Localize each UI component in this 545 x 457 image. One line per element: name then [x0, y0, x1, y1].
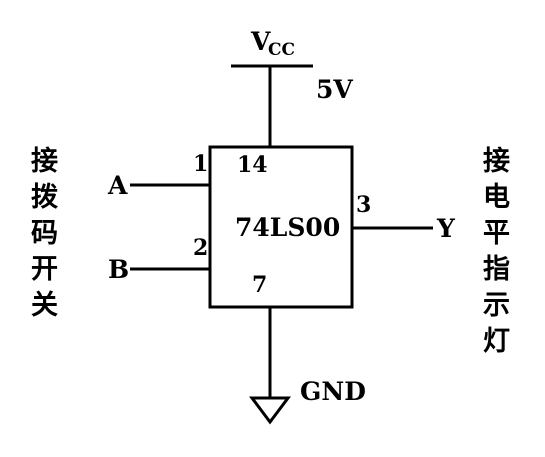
output-y-label: Y: [436, 214, 456, 243]
gnd-label: GND: [300, 377, 366, 406]
vcc-label: V: [250, 27, 271, 56]
left-note-char: 开: [31, 254, 58, 285]
input-b-label: B: [108, 255, 129, 284]
right-note-char: 平: [483, 218, 510, 249]
right-note-char: 灯: [483, 326, 510, 357]
left-note-char: 码: [31, 218, 58, 249]
pin-3: 3: [356, 192, 371, 218]
pin-2: 2: [193, 235, 208, 261]
ground-symbol: [249, 396, 291, 425]
vcc-subscript: CC: [268, 40, 295, 60]
right-note-char: 示: [483, 290, 510, 321]
left-note-char: 关: [31, 290, 58, 321]
right-note-char: 接: [483, 146, 510, 177]
left-note-char: 接: [31, 146, 58, 177]
pin-14: 14: [237, 152, 268, 178]
right-note-char: 电: [483, 182, 510, 213]
pin-7: 7: [252, 272, 267, 298]
right-note-char: 指: [483, 254, 510, 285]
chip-name: 74LS00: [235, 213, 340, 242]
left-note-char: 拨: [31, 182, 59, 213]
supply-voltage: 5V: [316, 75, 353, 104]
input-a-label: A: [107, 171, 128, 200]
pin-1: 1: [193, 151, 208, 177]
